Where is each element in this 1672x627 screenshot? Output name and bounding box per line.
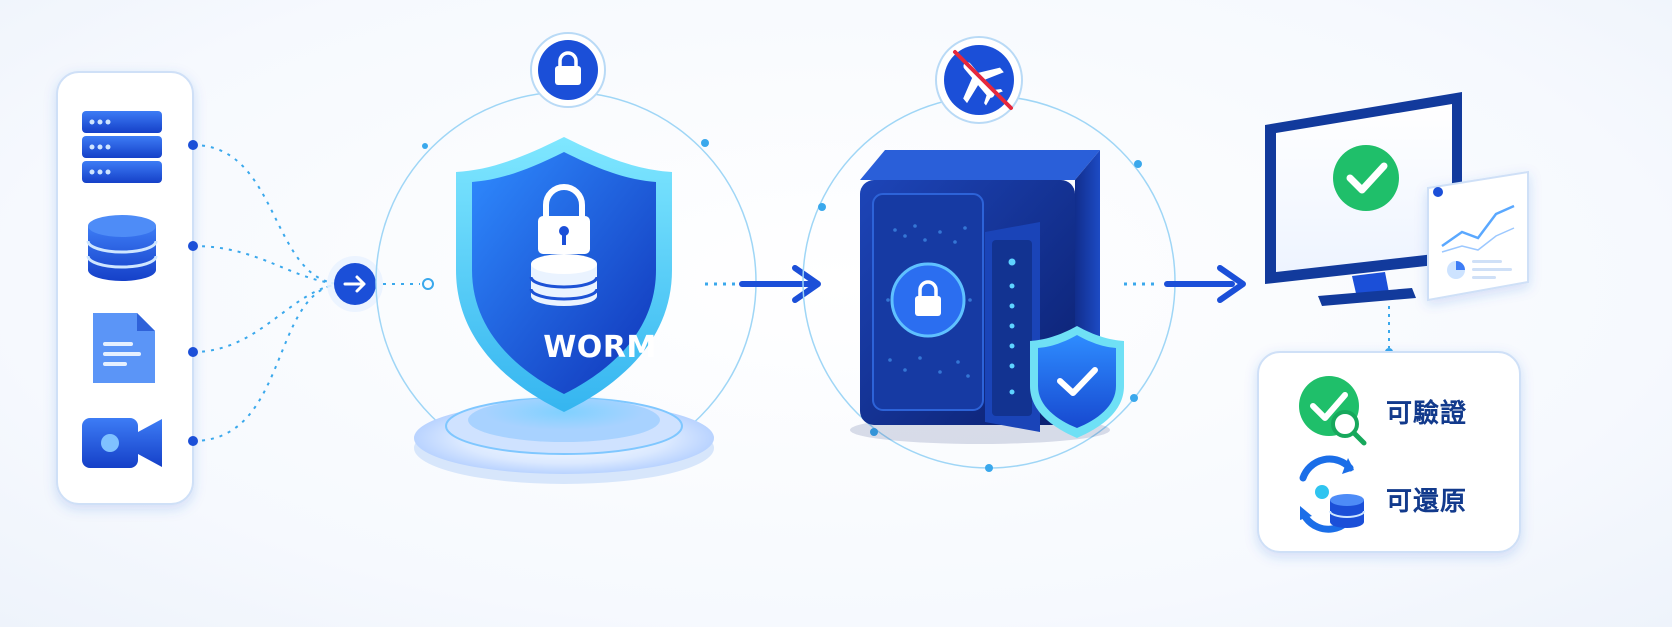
verifiable-label: 可驗證 xyxy=(1386,399,1468,429)
restore-database-icon xyxy=(1299,455,1365,533)
flow-arrow-1 xyxy=(705,265,821,303)
check-search-icon xyxy=(1299,376,1367,446)
monitor-icon xyxy=(1265,92,1462,306)
protected-check-icon xyxy=(1030,326,1124,438)
no-flight-icon xyxy=(935,36,1023,124)
shield-platform xyxy=(414,394,714,484)
flow-arrow-2 xyxy=(1124,265,1246,303)
analytics-card-icon xyxy=(1427,170,1529,302)
connector-dots xyxy=(188,140,198,446)
source-connectors xyxy=(192,144,420,442)
video-camera-icon xyxy=(82,418,162,468)
restorable-label: 可還原 xyxy=(1386,487,1468,517)
arrow-right-icon xyxy=(327,256,383,312)
database-icon xyxy=(86,215,158,281)
secure-vault-icon xyxy=(850,150,1110,444)
worm-label: WORM xyxy=(543,330,657,365)
lock-icon xyxy=(530,32,606,108)
document-icon xyxy=(93,313,155,383)
features-panel xyxy=(1257,351,1521,553)
feature-connector xyxy=(1385,306,1393,356)
server-rack-icon xyxy=(82,111,162,183)
worm-shield-icon xyxy=(456,137,672,412)
